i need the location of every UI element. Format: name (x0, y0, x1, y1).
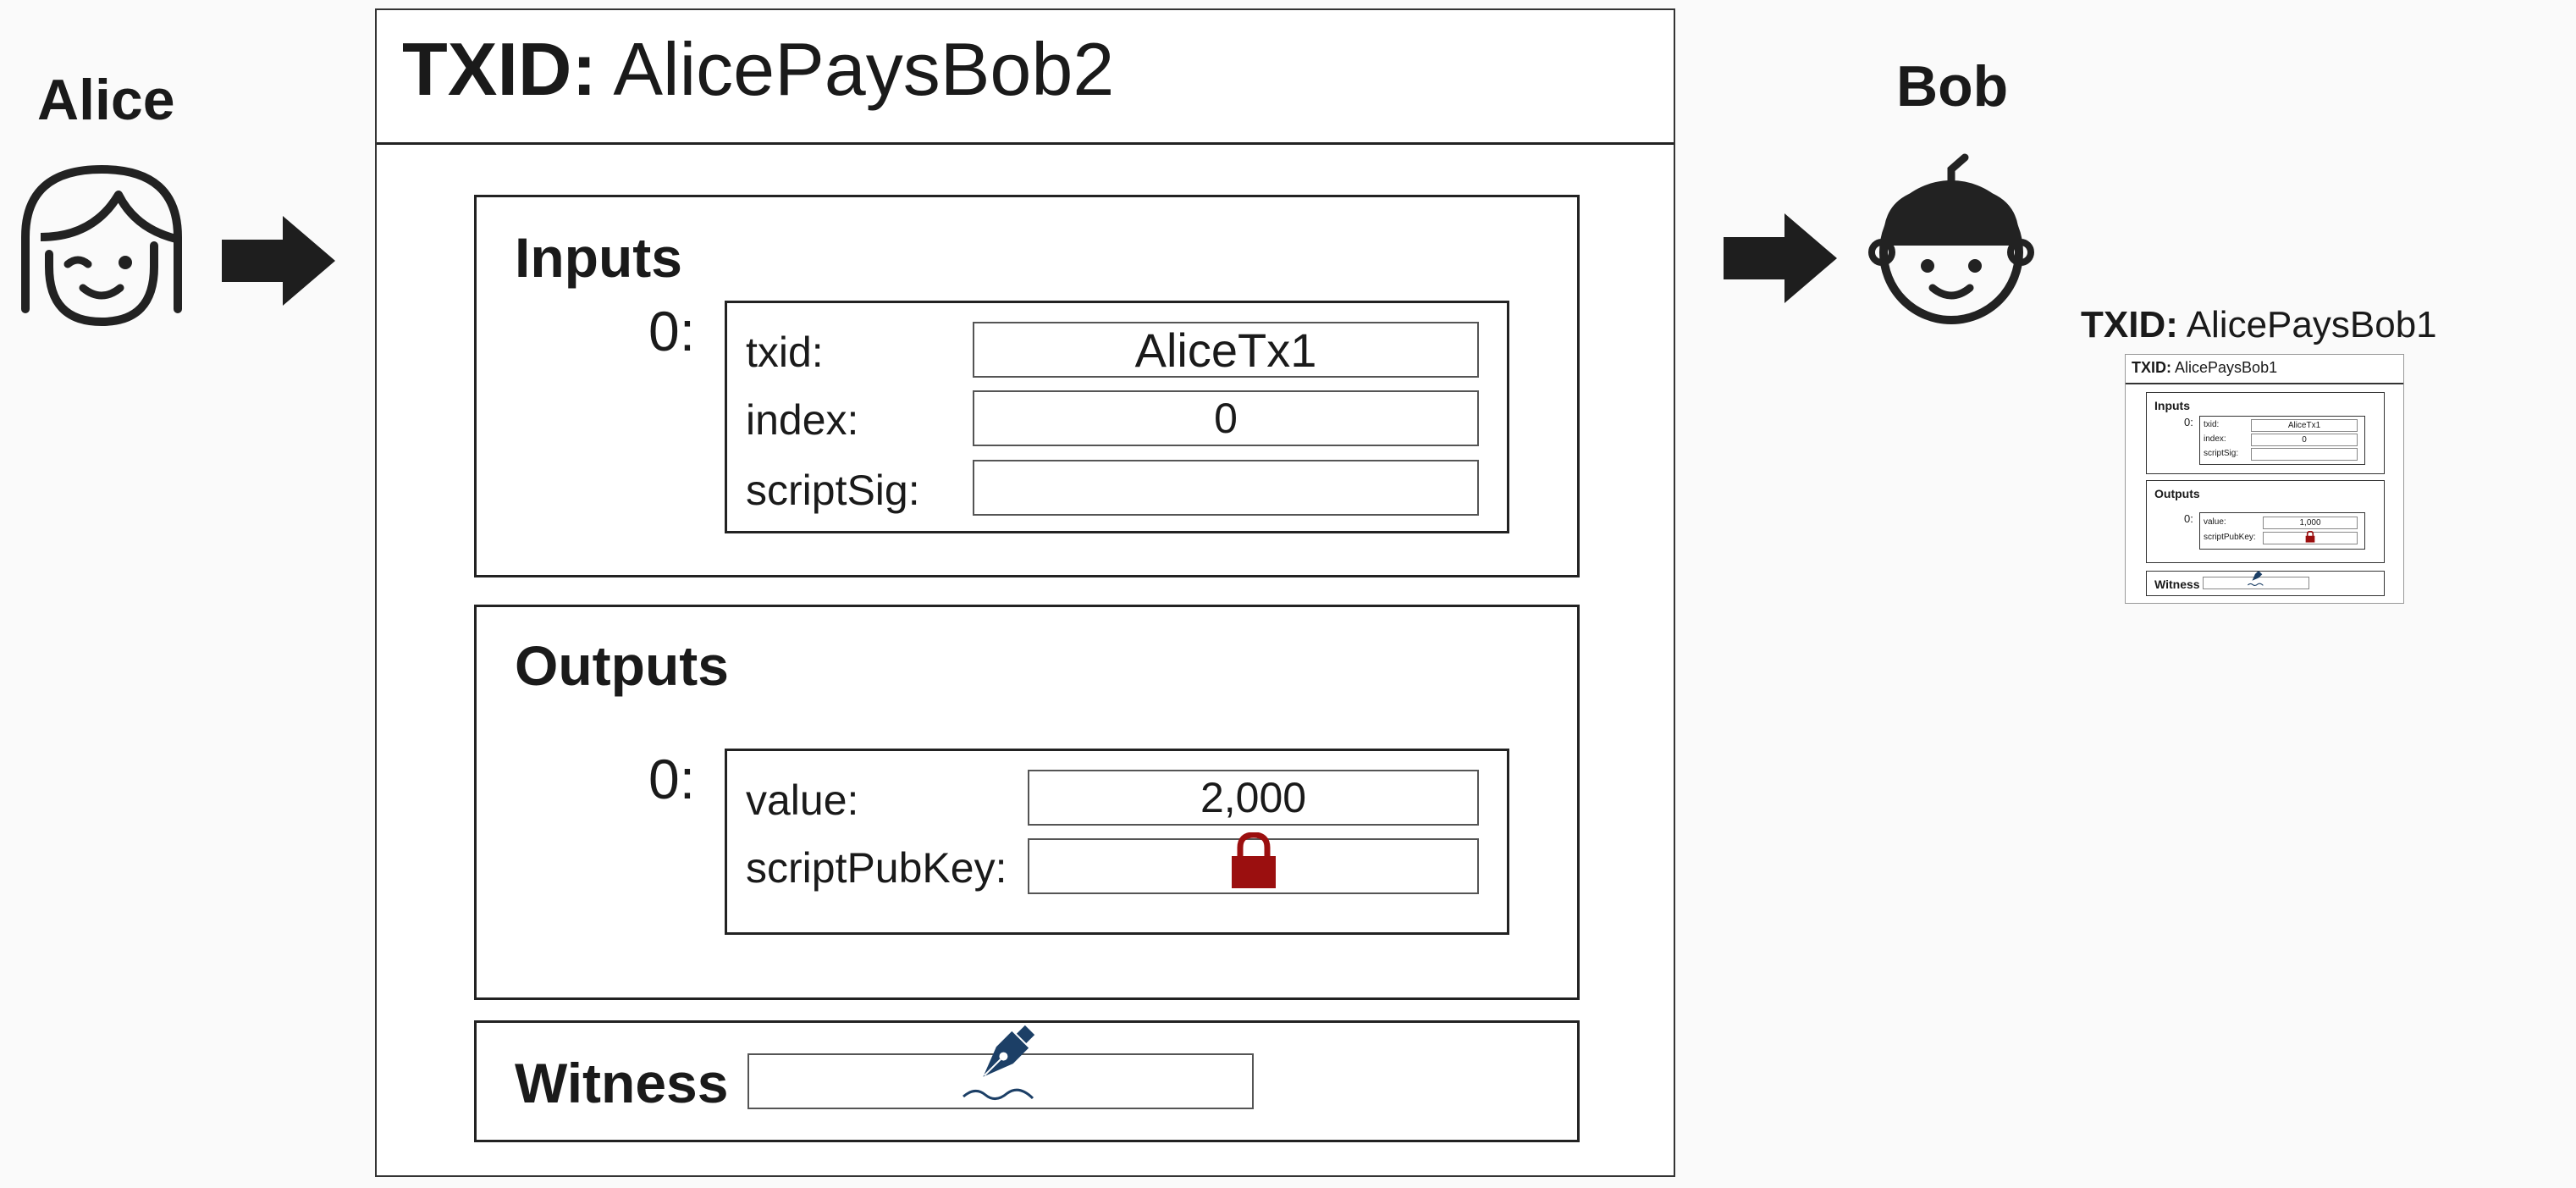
thumbnail-scriptpubkey-field (2263, 530, 2358, 545)
arrow-right-icon (1724, 213, 1837, 303)
thumbnail-output-index: 0: (2184, 512, 2193, 525)
transaction-panel: TXID: AlicePaysBob2 Inputs 0: txid: Alic… (375, 8, 1675, 1177)
index-label: index: (746, 396, 859, 444)
thumbnail-txid-field: AliceTx1 (2251, 419, 2358, 432)
thumbnail-header: TXID: AlicePaysBob1 (2126, 355, 2403, 384)
previous-txid-key: TXID: (2081, 304, 2178, 345)
thumbnail-input-index: 0: (2184, 416, 2193, 428)
thumbnail-index-label: index: (2204, 434, 2226, 444)
previous-txid-value: AlicePaysBob1 (2186, 304, 2437, 345)
alice-label: Alice (37, 68, 175, 132)
thumbnail-txid-key: TXID: (2132, 359, 2171, 376)
thumbnail-inputs-title: Inputs (2154, 399, 2190, 412)
thumbnail-witness-section: Witness (2146, 570, 2385, 596)
thumbnail-witness-field (2203, 570, 2309, 589)
thumbnail-title: TXID: AlicePaysBob1 (2132, 360, 2277, 375)
thumbnail-scriptpubkey-label: scriptPubKey: (2204, 533, 2256, 542)
outputs-section: Outputs 0: value: 2,000 scriptPubKey: (474, 605, 1580, 1000)
inputs-title: Inputs (515, 226, 682, 289)
thumbnail-witness-title: Witness (2154, 577, 2200, 591)
outputs-title: Outputs (515, 634, 729, 697)
witness-section: Witness (474, 1020, 1580, 1142)
output-index: 0: (648, 748, 696, 810)
padlock-icon (2305, 530, 2315, 545)
value-label: value: (746, 776, 859, 824)
inputs-section: Inputs 0: txid: AliceTx1 index: 0 script… (474, 195, 1580, 577)
witness-field (747, 1025, 1254, 1109)
thumbnail-outputs-section: Outputs 0: value: 1,000 scriptPubKey: (2146, 480, 2385, 563)
scriptsig-field (973, 460, 1479, 516)
bob-avatar-icon (1867, 152, 2036, 330)
previous-transaction-title: TXID: AlicePaysBob1 (2081, 307, 2437, 344)
scriptpubkey-field (1028, 832, 1479, 894)
thumbnail-scriptsig-label: scriptSig: (2204, 449, 2239, 458)
thumbnail-index-field: 0 (2251, 434, 2358, 446)
input-index: 0: (648, 300, 696, 362)
value-field: 2,000 (1028, 770, 1479, 826)
input-box: txid: AliceTx1 index: 0 scriptSig: (725, 301, 1509, 533)
output-box: value: 2,000 scriptPubKey: (725, 749, 1509, 935)
thumbnail-value-field: 1,000 (2263, 517, 2358, 529)
index-field: 0 (973, 390, 1479, 446)
scriptsig-label: scriptSig: (746, 467, 920, 514)
fountain-pen-icon (2247, 569, 2265, 590)
thumbnail-output-box: value: 1,000 scriptPubKey: (2199, 512, 2365, 550)
thumbnail-inputs-section: Inputs 0: txid: AliceTx1 index: 0 script… (2146, 392, 2385, 474)
arrow-right-icon (222, 216, 335, 306)
txid-field: AliceTx1 (973, 322, 1479, 378)
scriptpubkey-label: scriptPubKey: (746, 844, 1007, 892)
thumbnail-input-box: txid: AliceTx1 index: 0 scriptSig: (2199, 416, 2365, 465)
transaction-title: TXID: AlicePaysBob2 (402, 32, 1114, 107)
padlock-icon (1230, 832, 1277, 900)
fountain-pen-icon (960, 1024, 1041, 1119)
bob-label: Bob (1896, 54, 2009, 119)
transaction-header: TXID: AlicePaysBob2 (377, 10, 1674, 145)
txid-key: TXID: (402, 27, 597, 111)
thumbnail-value-label: value: (2204, 517, 2226, 527)
thumbnail-scriptsig-field (2251, 448, 2358, 461)
thumbnail-txid-label: txid: (2204, 420, 2220, 429)
thumbnail-outputs-title: Outputs (2154, 487, 2200, 500)
witness-title: Witness (515, 1052, 729, 1114)
txid-value: AlicePaysBob2 (613, 27, 1115, 111)
thumbnail-txid-value: AlicePaysBob1 (2175, 359, 2278, 376)
alice-avatar-icon (17, 161, 186, 330)
txid-label: txid: (746, 329, 824, 376)
previous-transaction-thumbnail: TXID: AlicePaysBob1 Inputs 0: txid: Alic… (2125, 354, 2404, 604)
